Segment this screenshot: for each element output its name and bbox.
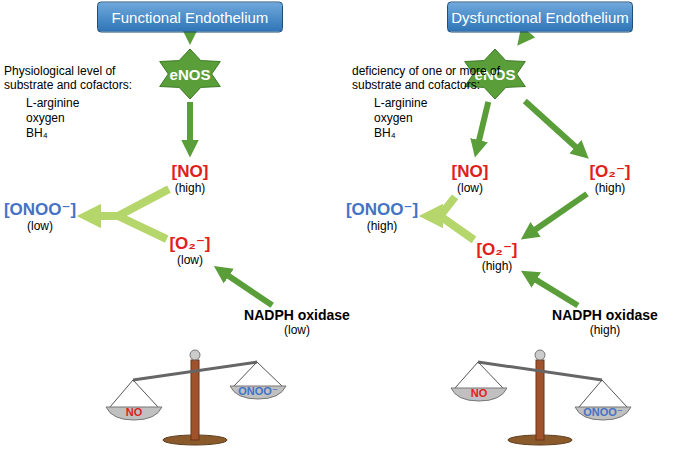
node-title: [ONOO⁻]	[346, 200, 418, 219]
scale-pan-label: NO	[126, 406, 143, 418]
level-note: (high)	[172, 181, 209, 195]
concentration-node: [ONOO⁻](high)	[346, 200, 418, 233]
scale-string	[579, 380, 602, 407]
scale-string	[455, 362, 478, 388]
cofactor-item: oxygen	[374, 111, 413, 125]
concentration-node: [O₂⁻](low)	[169, 234, 210, 267]
flow-arrow	[523, 35, 526, 39]
cofactor-item: BH₄	[26, 126, 48, 140]
flow-arrow	[528, 194, 587, 235]
flow-arrow	[525, 101, 582, 153]
concentration-node: [O₂⁻](high)	[476, 240, 517, 273]
flow-arrow	[529, 275, 578, 305]
endothelium-banner: Dysfunctional Endothelium	[447, 2, 633, 33]
scale-pan	[106, 407, 162, 420]
scale-beam	[133, 362, 257, 380]
scale-string	[602, 380, 627, 407]
enzyme-star: eNOS	[155, 49, 225, 99]
merge-arrow	[89, 216, 167, 239]
concentration-node: [ONOO⁻](low)	[4, 200, 76, 233]
node-title: Dysfunctional Endothelium	[448, 9, 632, 26]
level-note: (low)	[4, 219, 76, 233]
level-note: (low)	[244, 323, 350, 337]
node-title: Functional Endothelium	[98, 9, 282, 26]
cofactor-item: L-arginine	[374, 96, 427, 110]
scale-string	[257, 362, 282, 386]
cofactor-item: L-arginine	[26, 96, 79, 110]
scale-beam	[478, 362, 602, 380]
level-note: (low)	[169, 253, 210, 267]
endothelium-banner: Functional Endothelium	[97, 2, 283, 33]
node-title: [O₂⁻]	[169, 234, 210, 253]
merge-arrow	[89, 189, 169, 216]
concentration-node: [NO](high)	[172, 162, 209, 195]
merge-arrow	[431, 216, 474, 240]
scale-knob	[535, 350, 545, 360]
node-title: [O₂⁻]	[476, 240, 517, 259]
level-note: (high)	[552, 323, 658, 337]
node-title: [NO]	[452, 162, 489, 181]
node-title: NADPH oxidase	[552, 307, 658, 323]
scale-pan-label: ONOO⁻	[583, 406, 622, 419]
concentration-node: [NO](low)	[452, 162, 489, 195]
scale-string	[133, 380, 158, 407]
node-title: [NO]	[172, 162, 209, 181]
node-title: [ONOO⁻]	[4, 200, 76, 219]
enzyme-node: NADPH oxidase(low)	[244, 307, 350, 337]
level-note: (high)	[476, 259, 517, 273]
cofactor-item: oxygen	[26, 111, 65, 125]
concentration-node: [O₂⁻](high)	[589, 162, 630, 195]
scale-knob	[190, 350, 200, 360]
level-note: (high)	[346, 219, 418, 233]
scale-pan	[451, 388, 507, 401]
node-title: eNOS	[170, 66, 211, 83]
flow-arrow	[187, 33, 193, 40]
scale-string	[234, 362, 257, 386]
scale-string	[478, 362, 503, 388]
scale-pan-label: NO	[471, 387, 488, 399]
condition-note: Physiological level of substrate and cof…	[4, 64, 154, 92]
scale-pan-label: ONOO⁻	[238, 385, 277, 398]
flow-arrow	[187, 102, 193, 149]
balance-scale	[106, 350, 631, 445]
node-title: NADPH oxidase	[244, 307, 350, 323]
flow-arrow	[221, 271, 272, 305]
level-note: (high)	[589, 181, 630, 195]
condition-note: deficiency of one or more of substrate a…	[352, 64, 524, 92]
cofactor-item: BH₄	[374, 126, 396, 140]
level-note: (low)	[452, 181, 489, 195]
enzyme-node: NADPH oxidase(high)	[552, 307, 658, 337]
node-title: [O₂⁻]	[589, 162, 630, 181]
scale-string	[110, 380, 133, 407]
flow-arrow	[477, 102, 488, 149]
